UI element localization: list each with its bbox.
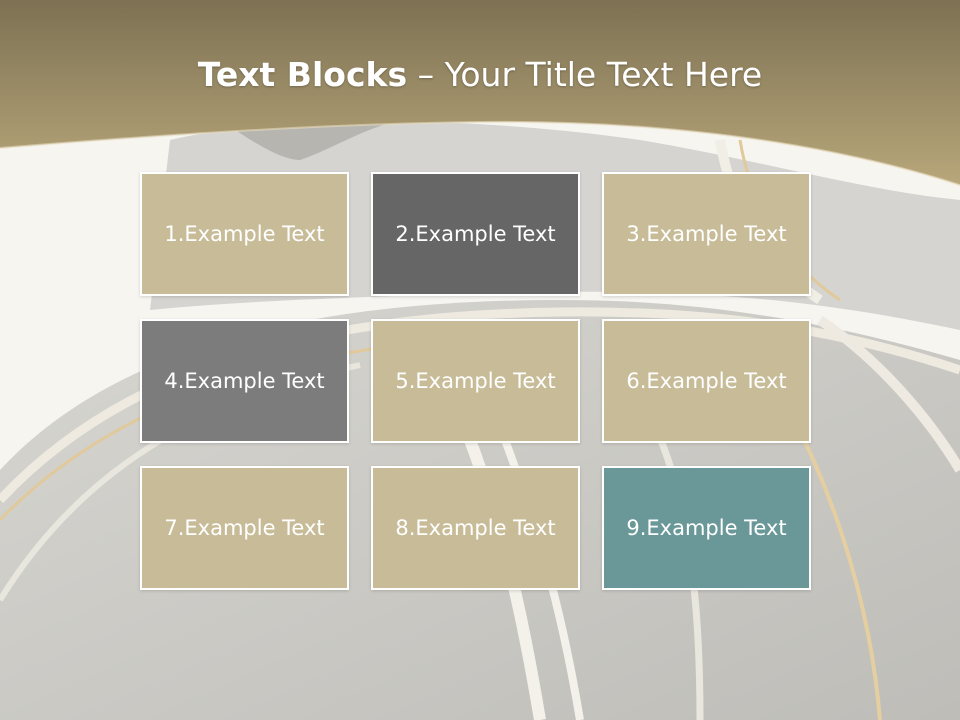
title-rest: Your Title Text Here bbox=[444, 55, 763, 94]
title-separator: – bbox=[407, 55, 445, 94]
text-block-4[interactable]: 4.Example Text bbox=[140, 319, 349, 443]
slide-title: Text Blocks – Your Title Text Here bbox=[0, 52, 960, 98]
text-block-label: 3.Example Text bbox=[626, 222, 787, 246]
text-block-1[interactable]: 1.Example Text bbox=[140, 172, 349, 296]
text-block-label: 5.Example Text bbox=[395, 369, 556, 393]
text-block-3[interactable]: 3.Example Text bbox=[602, 172, 811, 296]
text-block-6[interactable]: 6.Example Text bbox=[602, 319, 811, 443]
text-block-8[interactable]: 8.Example Text bbox=[371, 466, 580, 590]
text-block-5[interactable]: 5.Example Text bbox=[371, 319, 580, 443]
text-block-label: 8.Example Text bbox=[395, 516, 556, 540]
text-block-2[interactable]: 2.Example Text bbox=[371, 172, 580, 296]
text-block-label: 6.Example Text bbox=[626, 369, 787, 393]
text-block-7[interactable]: 7.Example Text bbox=[140, 466, 349, 590]
text-block-label: 1.Example Text bbox=[164, 222, 325, 246]
text-block-label: 4.Example Text bbox=[164, 369, 325, 393]
text-block-label: 7.Example Text bbox=[164, 516, 325, 540]
text-block-9[interactable]: 9.Example Text bbox=[602, 466, 811, 590]
text-block-label: 2.Example Text bbox=[395, 222, 556, 246]
text-block-label: 9.Example Text bbox=[626, 516, 787, 540]
title-bold: Text Blocks bbox=[197, 55, 408, 94]
